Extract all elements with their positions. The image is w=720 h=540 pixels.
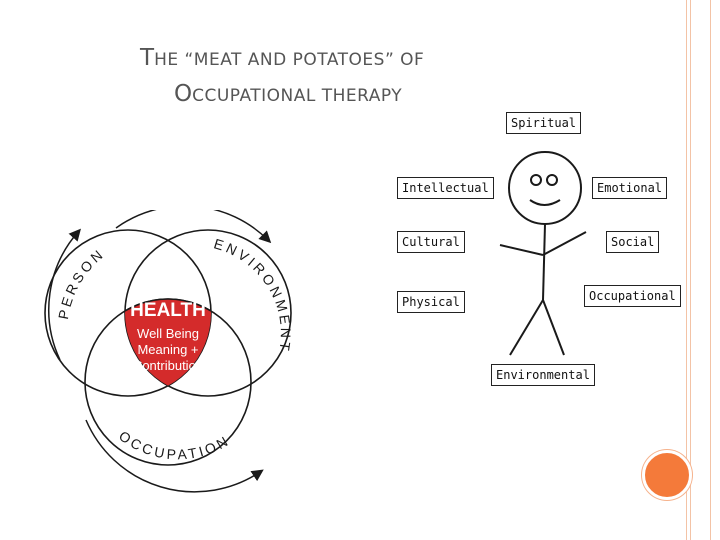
person-arrow: [48, 228, 81, 361]
health-line-2: Meaning +: [137, 342, 198, 357]
stick-figure: [499, 151, 587, 356]
environment-label: ENVIRONMENT: [212, 235, 294, 354]
health-title: HEALTH: [130, 300, 206, 321]
health-line-3: Contribution: [133, 358, 203, 373]
stick-eye-left: [530, 174, 542, 186]
stick-leg-left: [509, 299, 544, 356]
environment-arrow: [115, 210, 272, 244]
stick-body: [542, 223, 546, 301]
spiritual-box: Spiritual: [506, 112, 582, 134]
health-venn-diagram: HEALTH Well Being Meaning + Contribution…: [44, 210, 294, 493]
environmental-box: Environmental: [491, 364, 595, 386]
person-label-path: PERSON: [55, 245, 105, 321]
social-box: Social: [606, 231, 660, 253]
cultural-box: Cultural: [397, 231, 465, 253]
title-line-1-cap: T: [140, 45, 155, 71]
occupation-arrow: [85, 419, 264, 493]
stick-smile: [529, 199, 561, 206]
person-label: PERSON: [55, 245, 108, 321]
rail-line-mid: [690, 0, 691, 540]
title-line-2: OCCUPATIONAL THERAPY: [174, 76, 402, 114]
occupational-box: Occupational: [584, 285, 681, 307]
title-line-2-rest: CCUPATIONAL THERAPY: [192, 86, 403, 106]
emotional-box: Emotional: [592, 177, 668, 199]
rail-line-left: [686, 0, 687, 540]
physical-box: Physical: [397, 291, 465, 313]
stick-arm-left: [499, 244, 544, 256]
stick-arm-right: [542, 231, 587, 256]
title-line-1: THE “MEAT AND POTATOES” OF: [140, 40, 424, 78]
title-line-1-rest: HE “MEAT AND POTATOES” OF: [154, 50, 425, 70]
intellectual-box: Intellectual: [397, 177, 494, 199]
stick-leg-right: [542, 299, 565, 356]
environment-label-path: ENVIRONMENT: [212, 235, 291, 354]
rail-line-right: [710, 0, 711, 540]
accent-dot: [642, 450, 692, 500]
health-line-1: Well Being: [137, 326, 199, 341]
stick-eye-right: [546, 174, 558, 186]
title-line-2-cap: O: [174, 81, 193, 107]
stick-head: [508, 151, 582, 225]
